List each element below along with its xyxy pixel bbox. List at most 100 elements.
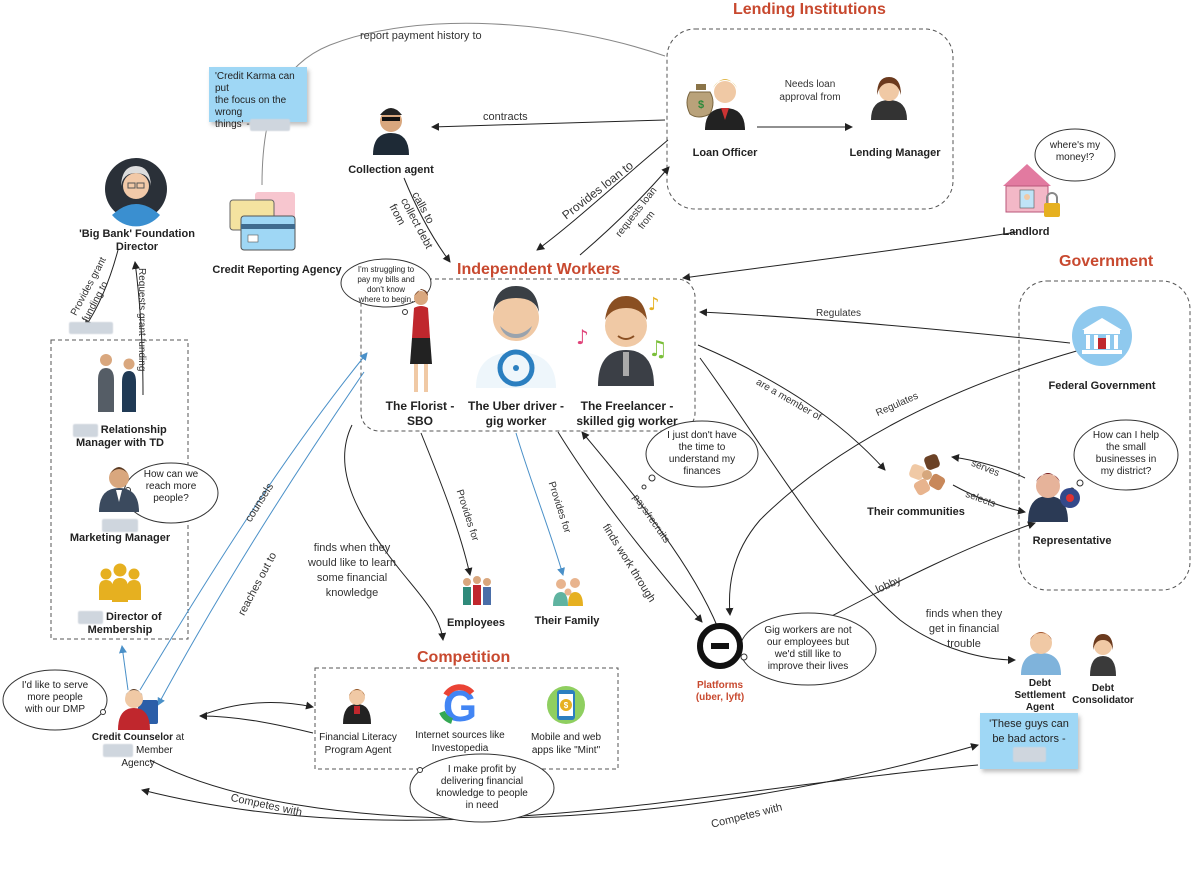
freelancer-icon bbox=[598, 296, 654, 386]
title-independent-workers: Independent Workers bbox=[457, 261, 621, 278]
collection-agent-icon bbox=[373, 108, 409, 155]
label-debt-settlement-line3: Agent bbox=[1025, 702, 1055, 713]
sticky-bad-actors-text: 'These guys can be bad actors - bbox=[989, 718, 1069, 745]
label-relationship-manager-line1: Relationship bbox=[100, 424, 167, 436]
label-credit-counselor-line2: Member bbox=[136, 745, 173, 756]
label-platforms: Platforms (uber, lyft) bbox=[688, 680, 752, 704]
edge-label-requests-grant: Requests grant funding bbox=[136, 268, 147, 372]
label-marketing-manager-text: Marketing Manager bbox=[69, 532, 171, 544]
label-platforms-line2: (uber, lyft) bbox=[695, 692, 745, 703]
label-foundation-director-line2: Director bbox=[115, 241, 159, 253]
redacted-name: xxxx bbox=[73, 424, 98, 437]
google-logo-icon: G bbox=[439, 682, 477, 731]
label-foundation-director-line1: 'Big Bank' Foundation bbox=[79, 228, 195, 240]
edge-regulates-mid bbox=[725, 349, 1081, 616]
label-mobile-apps: Mobile and web apps like "Mint" bbox=[524, 731, 608, 757]
label-freelancer: The Freelancer - skilled gig worker bbox=[574, 399, 680, 429]
cloud-text-struggling: I'm struggling to pay my bills and don't… bbox=[357, 265, 415, 304]
svg-text:$: $ bbox=[564, 701, 569, 710]
uber-logo-icon bbox=[697, 623, 743, 669]
family-icon bbox=[553, 578, 583, 606]
edge-competition-counselor-b bbox=[199, 701, 314, 717]
edge-member-of bbox=[697, 344, 886, 471]
edge-lobby bbox=[827, 521, 1036, 619]
label-representative: Representative bbox=[1032, 535, 1112, 547]
edge-label-needs-loan: Needs loan approval from bbox=[768, 78, 852, 104]
redacted-name: xxxxxx bbox=[103, 744, 134, 757]
government-box bbox=[1018, 280, 1191, 591]
edge-label-needs-loan-2: approval from bbox=[779, 92, 841, 103]
edge-provides-employees bbox=[420, 432, 473, 576]
cloud-text-reach-more: How can we reach more people? bbox=[143, 469, 199, 504]
relationship-managers-icon bbox=[98, 354, 136, 412]
label-mobile-apps-line2: apps like "Mint" bbox=[531, 745, 601, 756]
label-credit-counselor-at: at bbox=[175, 732, 185, 743]
label-marketing-manager: xxxxxx Marketing Manager bbox=[60, 519, 180, 545]
label-mobile-apps-line1: Mobile and web bbox=[530, 732, 602, 743]
label-debt-settlement: Debt Settlement Agent bbox=[1008, 678, 1072, 714]
redacted-name: xxxx bbox=[78, 611, 103, 624]
edge-label-finds-learn: finds when they would like to learn some… bbox=[307, 542, 397, 599]
edge-label-needs-loan-1: Needs loan bbox=[784, 79, 836, 90]
edge-reaches-out bbox=[157, 371, 365, 706]
label-debt-consolidator: Debt Consolidator bbox=[1068, 683, 1138, 707]
edge-label-contracts: contracts bbox=[483, 111, 528, 123]
director-avatar-icon bbox=[105, 158, 167, 227]
cloud-struggling bbox=[340, 258, 432, 315]
capitol-building-icon bbox=[1072, 306, 1132, 366]
representative-icon bbox=[1028, 473, 1080, 522]
edge-regulates-top bbox=[699, 308, 1071, 344]
redacted-name: xxxxxxxx bbox=[249, 119, 290, 131]
edge-contracts bbox=[431, 119, 666, 131]
label-financial-literacy-line2: Program Agent bbox=[324, 745, 392, 756]
debt-agent-icon bbox=[1021, 632, 1061, 675]
label-credit-counselor-line3: Agency bbox=[121, 758, 155, 769]
membership-group-icon bbox=[99, 563, 141, 602]
svg-text:$: $ bbox=[698, 99, 704, 111]
label-director-membership-line1: Director of bbox=[105, 611, 162, 623]
sticky-credit-karma: 'Credit Karma can put the focus on the w… bbox=[209, 67, 307, 131]
label-internet-sources-line2: Investopedia bbox=[431, 743, 489, 754]
label-credit-counselor: Credit Counselor at xxxxxx Member Agency bbox=[80, 731, 196, 770]
label-director-membership: xxxx Director of Membership bbox=[60, 611, 180, 637]
label-uber-driver: The Uber driver - gig worker bbox=[458, 399, 574, 429]
literacy-agent-icon bbox=[343, 689, 371, 724]
label-employees: Employees bbox=[446, 617, 506, 629]
label-relationship-manager: xxxx Relationship Manager with TD bbox=[60, 424, 180, 450]
cloud-text-serve-more: I'd like to serve more people with our D… bbox=[21, 680, 89, 715]
edge-provides-family bbox=[515, 432, 565, 576]
edge-provides-grant bbox=[84, 249, 119, 328]
label-their-family: Their Family bbox=[534, 615, 600, 627]
label-platforms-line1: Platforms bbox=[696, 680, 744, 691]
label-freelancer-line2: skilled gig worker bbox=[576, 414, 678, 428]
credit-cards-icon bbox=[229, 192, 296, 251]
music-note-icon: ♪ ♪ ♫ bbox=[576, 294, 668, 362]
lending-institutions-box bbox=[666, 28, 954, 210]
edge-counselor-requests bbox=[118, 645, 129, 691]
label-their-communities: Their communities bbox=[867, 506, 965, 518]
credit-counselor-icon bbox=[118, 689, 158, 730]
edge-competes-2 bbox=[141, 764, 979, 821]
label-collection-agent: Collection agent bbox=[348, 164, 434, 176]
member-agency-box bbox=[50, 339, 189, 640]
cloud-text-small-business: How can I help the small businesses in m… bbox=[1092, 430, 1160, 477]
uber-driver-icon bbox=[476, 286, 556, 388]
svg-text:♪: ♪ bbox=[648, 294, 660, 315]
edge-serves bbox=[951, 453, 1026, 479]
house-lock-icon bbox=[1003, 164, 1060, 217]
edge-label-regulates-top: Regulates bbox=[816, 308, 862, 319]
label-debt-consolidator-line1: Debt bbox=[1091, 683, 1115, 694]
cloud-profit bbox=[409, 753, 555, 823]
label-lending-manager: Lending Manager bbox=[849, 147, 941, 159]
edge-finds-work bbox=[557, 431, 703, 623]
edge-requests-grant bbox=[131, 261, 144, 396]
label-debt-settlement-line1: Debt bbox=[1028, 678, 1052, 689]
label-foundation-director: 'Big Bank' Foundation Director bbox=[76, 228, 198, 254]
cloud-text-profit: I make profit by delivering financial kn… bbox=[436, 764, 528, 811]
sticky-credit-karma-text: 'Credit Karma can put the focus on the w… bbox=[215, 71, 295, 130]
edge-counsels bbox=[139, 352, 368, 691]
label-uber-driver-line1: The Uber driver - bbox=[467, 399, 565, 413]
label-credit-counselor-line1: Credit Counselor bbox=[91, 732, 173, 743]
debt-consolidator-icon bbox=[1090, 634, 1116, 676]
